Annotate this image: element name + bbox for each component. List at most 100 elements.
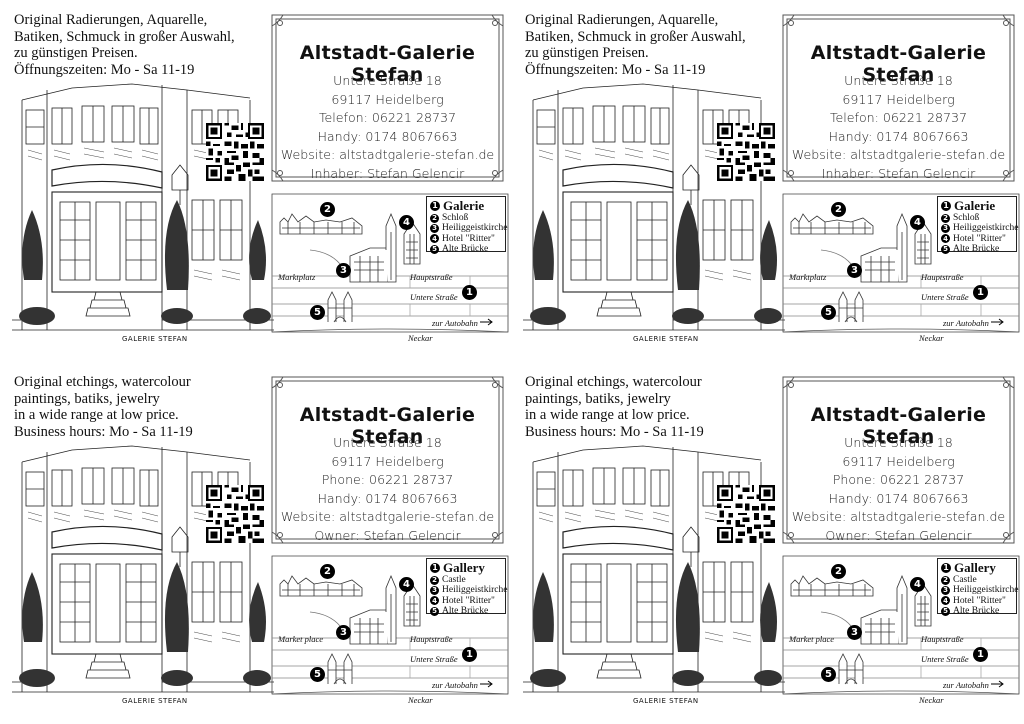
- street-label-neckar: Neckar: [408, 695, 433, 705]
- street-label-hauptstrasse: Hauptstraße: [921, 634, 964, 644]
- legend-label: Gallery: [954, 560, 996, 575]
- street-label-untere-strasse: Untere Straße: [410, 654, 458, 664]
- map-marker-1: 1: [462, 285, 477, 300]
- owner-name: Inhaber: Stefan Gelencir: [310, 165, 465, 181]
- number-badge-icon: 3: [941, 585, 950, 595]
- business-card: Original etchings, watercolour paintings…: [12, 372, 509, 705]
- legend-label: Heiliggeistkirche: [442, 223, 508, 234]
- street-label-neckar: Neckar: [919, 333, 944, 343]
- street-label-hauptstrasse: Hauptstraße: [410, 272, 453, 282]
- street-label-autobahn: zur Autobahn: [432, 318, 478, 328]
- gallery-sketch-illustration: [523, 83, 785, 331]
- intro-line: zu günstigen Preisen.: [14, 45, 138, 61]
- legend-label: Heiliggeistkirche: [953, 223, 1019, 234]
- number-badge-icon: 3: [430, 585, 439, 595]
- number-badge-icon: 4: [430, 234, 439, 244]
- city-address: 69117 Heidelberg: [842, 91, 955, 107]
- gallery-sketch-illustration: [12, 445, 274, 693]
- map-marker-4: 4: [910, 215, 925, 230]
- map-marker-5: 5: [310, 305, 325, 320]
- street-label-autobahn: zur Autobahn: [432, 680, 478, 690]
- legend-label: Schloß: [442, 213, 469, 223]
- number-badge-icon: 5: [430, 606, 439, 616]
- street-label-hauptstrasse: Hauptstraße: [921, 272, 964, 282]
- phone-number: Telefon: 06221 28737: [829, 110, 968, 125]
- map-marker-5: 5: [821, 305, 836, 320]
- website: Website: altstadtgalerie-stefan.de: [791, 147, 1006, 162]
- number-badge-icon: 5: [941, 244, 950, 254]
- street-address: Untere Straße 18: [333, 435, 442, 450]
- number-badge-icon: 2: [430, 575, 439, 585]
- map-marker-2: 2: [831, 564, 846, 579]
- gallery-name: Altstadt-Galerie Stefan: [299, 404, 476, 448]
- qr-code: [717, 123, 775, 181]
- ornamental-frame: [782, 376, 1015, 544]
- map-marker-2: 2: [320, 202, 335, 217]
- number-badge-icon: 2: [941, 213, 950, 223]
- legend-label: Schloß: [953, 213, 980, 223]
- intro-line: Original Radierungen, Aquarelle,: [14, 12, 208, 28]
- street-address: Untere Straße 18: [844, 73, 953, 88]
- map-marker-4: 4: [399, 215, 414, 230]
- artist-signature: GALERIE STEFAN: [122, 335, 188, 343]
- map-marker-2: 2: [320, 564, 335, 579]
- location-map: [782, 193, 1020, 333]
- intro-line: zu günstigen Preisen.: [525, 45, 649, 61]
- legend-label: Alte Brücke: [442, 605, 489, 616]
- intro-text: Original Radierungen, Aquarelle, Batiken…: [14, 12, 254, 78]
- opening-hours: Öffnungszeiten: Mo - Sa 11-19: [525, 61, 706, 78]
- number-badge-icon: 3: [430, 223, 439, 233]
- owner-name: Inhaber: Stefan Gelencir: [821, 165, 976, 181]
- intro-line: in a wide range at low price.: [14, 407, 179, 423]
- number-badge-icon: 1: [941, 201, 951, 211]
- gallery-name: Altstadt-Galerie Stefan: [810, 404, 987, 448]
- map-marker-3: 3: [336, 625, 351, 640]
- ornamental-frame: [271, 376, 504, 544]
- map-marker-3: 3: [336, 263, 351, 278]
- intro-line: Original Radierungen, Aquarelle,: [525, 12, 719, 28]
- map-marker-2: 2: [831, 202, 846, 217]
- owner-name: Owner: Stefan Gelencir: [825, 527, 972, 543]
- mobile-number: Handy: 0174 8067663: [317, 490, 458, 506]
- map-marker-4: 4: [910, 577, 925, 592]
- opening-hours: Business hours: Mo - Sa 11-19: [525, 423, 704, 440]
- legend-label: Hotel "Ritter": [953, 595, 1006, 606]
- legend-label: Alte Brücke: [953, 243, 1000, 254]
- number-badge-icon: 4: [430, 596, 439, 606]
- legend-label: Galerie: [954, 198, 996, 213]
- number-badge-icon: 2: [941, 575, 950, 585]
- owner-name: Owner: Stefan Gelencir: [314, 527, 461, 543]
- number-badge-icon: 2: [430, 213, 439, 223]
- street-label-autobahn: zur Autobahn: [943, 680, 989, 690]
- map-marker-5: 5: [821, 667, 836, 682]
- business-card: Original Radierungen, Aquarelle, Batiken…: [12, 10, 509, 343]
- intro-line: Batiken, Schmuck in großer Auswahl,: [14, 28, 235, 45]
- website: Website: altstadtgalerie-stefan.de: [280, 147, 495, 162]
- contact-details: Untere Straße 18 69117 Heidelberg Phone:…: [269, 434, 506, 545]
- qr-code: [206, 485, 264, 543]
- map-marker-1: 1: [462, 647, 477, 662]
- location-map: [271, 555, 509, 695]
- gallery-name: Altstadt-Galerie Stefan: [810, 42, 987, 86]
- street-label-untere-strasse: Untere Straße: [921, 654, 969, 664]
- number-badge-icon: 1: [430, 201, 440, 211]
- contact-details: Untere Straße 18 69117 Heidelberg Phone:…: [780, 434, 1017, 545]
- mobile-number: Handy: 0174 8067663: [828, 490, 969, 506]
- artist-signature: GALERIE STEFAN: [122, 697, 188, 705]
- business-card: Original Radierungen, Aquarelle, Batiken…: [523, 10, 1020, 343]
- number-badge-icon: 1: [941, 563, 951, 573]
- legend-label: Hotel "Ritter": [953, 233, 1006, 244]
